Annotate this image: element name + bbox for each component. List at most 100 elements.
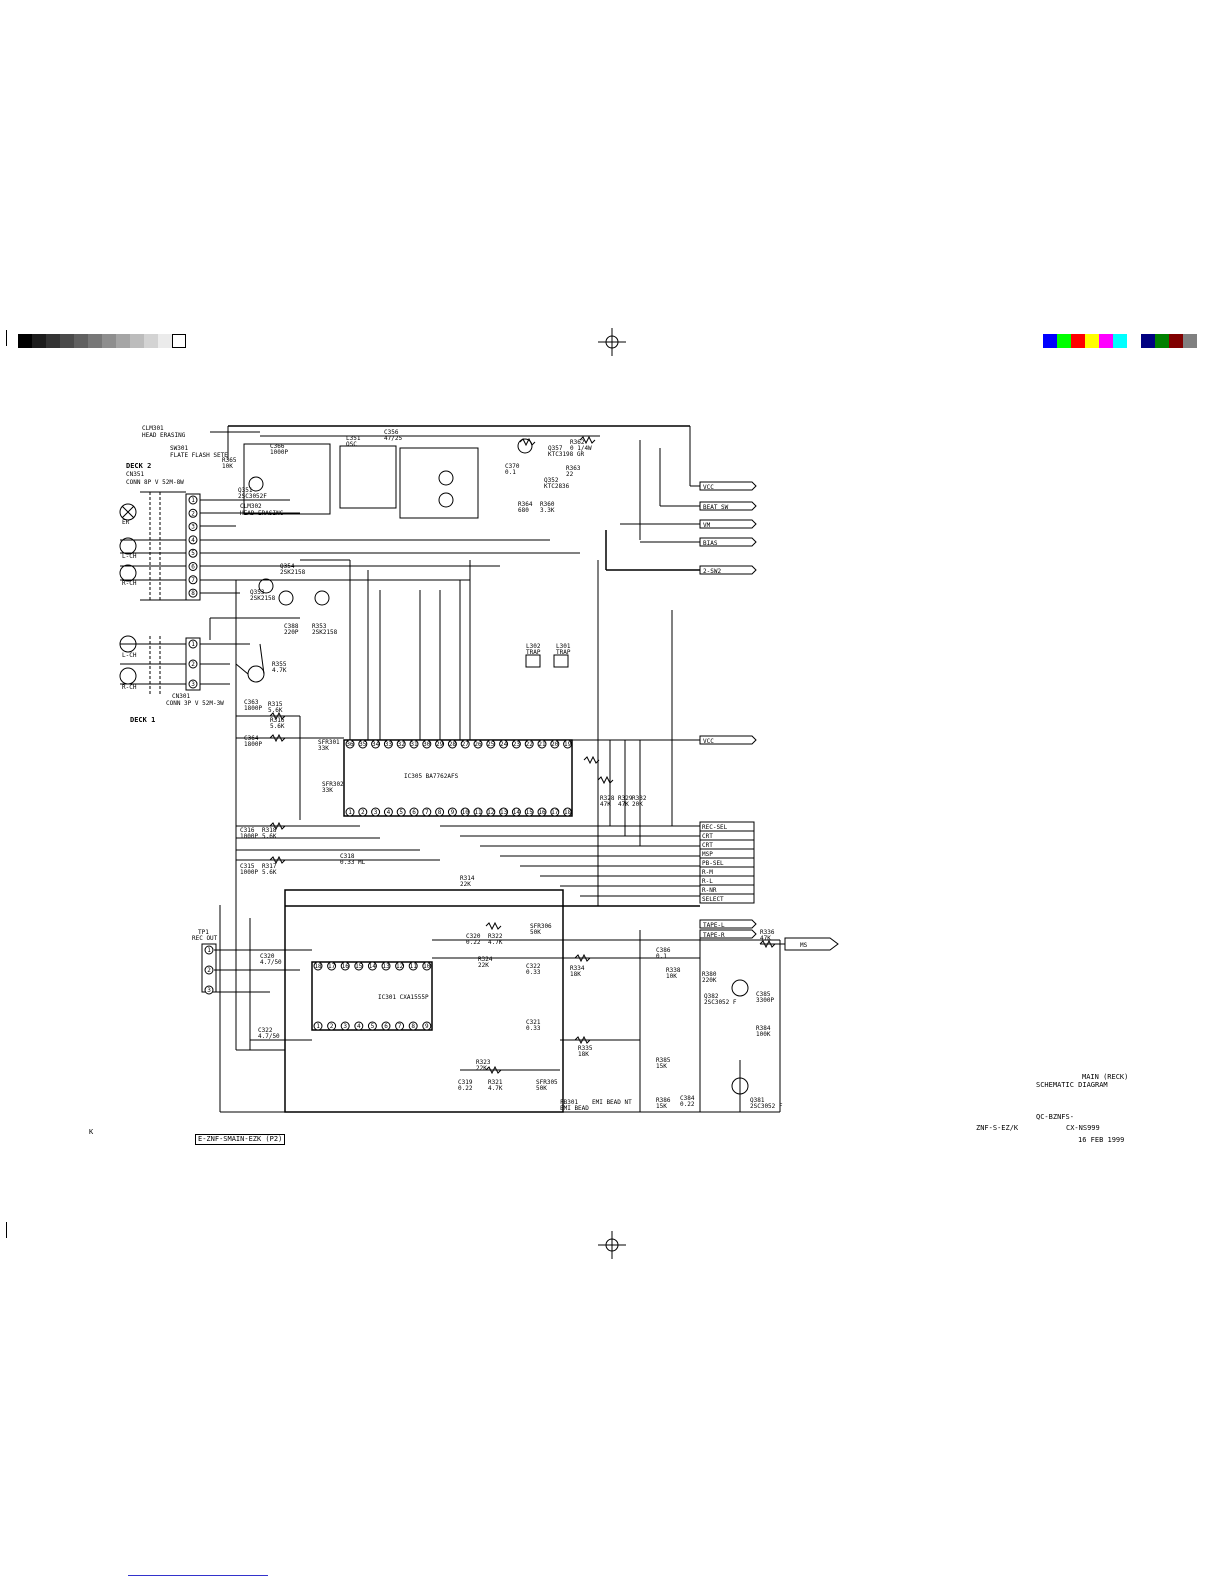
ic305-pin-label: 14 (513, 809, 521, 816)
deck2-coil2-desc: HEAD ERASING (240, 510, 284, 517)
deck2-pin (188, 588, 198, 598)
ic305-pin-label: 1 (348, 809, 352, 816)
ic305-pin (537, 807, 547, 817)
ic305-pin-label: 19 (564, 741, 572, 748)
title-model-number: CX-NS999 (1066, 1124, 1100, 1132)
deck2-coil-desc: HEAD ERASING (142, 432, 186, 439)
color-swatch (1113, 334, 1127, 348)
deck2-pin (188, 522, 198, 532)
deck2-coil-ref: CLM301 (142, 425, 164, 432)
deck1-head-label-lch: L-CH (122, 652, 137, 659)
signal-rec-sel: REC-SEL (702, 824, 728, 831)
ic305-pin (447, 807, 457, 817)
ic301-pin (327, 1021, 337, 1031)
ic305-pin (409, 807, 419, 817)
ic301-pin (354, 961, 364, 971)
ic305-pin (511, 807, 521, 817)
ic305-pin-label: 13 (500, 809, 508, 816)
title-model-code: QC-BZNFS- (1036, 1113, 1074, 1121)
ic305-pin-label: 4 (387, 809, 391, 816)
ic305-pin-label: 27 (462, 741, 470, 748)
ic301-pin-label: 8 (411, 1023, 415, 1030)
signal-vcc-2: VCC (703, 738, 714, 745)
ic305-pin-label: 35 (359, 741, 367, 748)
ic305-pin (550, 739, 560, 749)
ic301-pin (408, 1021, 418, 1031)
tape-heads (119, 503, 137, 685)
ic301-pin-label: 4 (357, 1023, 361, 1030)
ic305-pin (460, 739, 470, 749)
ic301-pin-label: 14 (369, 963, 377, 970)
ic305-pin-label: 32 (398, 741, 406, 748)
ic305-pin (486, 807, 496, 817)
deck1-connector-pins: 123 (188, 639, 198, 689)
ic305-pin-label: 36 (346, 741, 354, 748)
deck1-pin (188, 659, 198, 669)
deck2-switch-desc: FLATE FLASH SETE (170, 452, 228, 459)
ic301-pin-label: 16 (342, 963, 350, 970)
deck2-pin-label: 6 (191, 564, 195, 571)
ic301-ref: IC301 CXA1555P (378, 994, 429, 1001)
gray-swatch (46, 334, 60, 348)
deck2-head-label-rch: R-CH (122, 580, 137, 587)
color-swatch (1043, 334, 1057, 348)
ic301-pin (313, 961, 323, 971)
tp1-ref: TP1 (198, 929, 209, 936)
ic301-pin (395, 1021, 405, 1031)
gray-swatch (172, 334, 186, 348)
ic305-pin (358, 739, 368, 749)
ic305-pin (447, 739, 457, 749)
gray-swatch (18, 334, 32, 348)
deck2-pin (188, 535, 198, 545)
bottom-link-underline[interactable] (128, 1575, 268, 1576)
ic301-pin-label: 5 (371, 1023, 375, 1030)
marker-k: K (89, 1128, 94, 1136)
ic305-pin-label: 22 (526, 741, 534, 748)
ic305-pin (371, 739, 381, 749)
ic305-pin-label: 15 (526, 809, 534, 816)
signal-pb-sel: PB-SEL (702, 860, 724, 867)
ic305-pin (422, 739, 432, 749)
ic305-pin-label: 7 (425, 809, 429, 816)
ic305-pin-label: 30 (423, 741, 431, 748)
deck2-pin-label: 5 (191, 550, 195, 557)
deck2-head-label-er: ER (122, 519, 130, 526)
ic305-pin-label: 24 (500, 741, 508, 748)
deck1-pin-label: 3 (191, 681, 195, 688)
deck2-pin (188, 575, 198, 585)
gray-swatch (88, 334, 102, 348)
gray-swatch (60, 334, 74, 348)
color-swatch (1071, 334, 1085, 348)
ic305-pin (473, 807, 483, 817)
ic305-pin (358, 807, 368, 817)
deck1-pin (188, 679, 198, 689)
ic305-pin-label: 31 (410, 741, 418, 748)
ic305-pin-label: 25 (487, 741, 495, 748)
